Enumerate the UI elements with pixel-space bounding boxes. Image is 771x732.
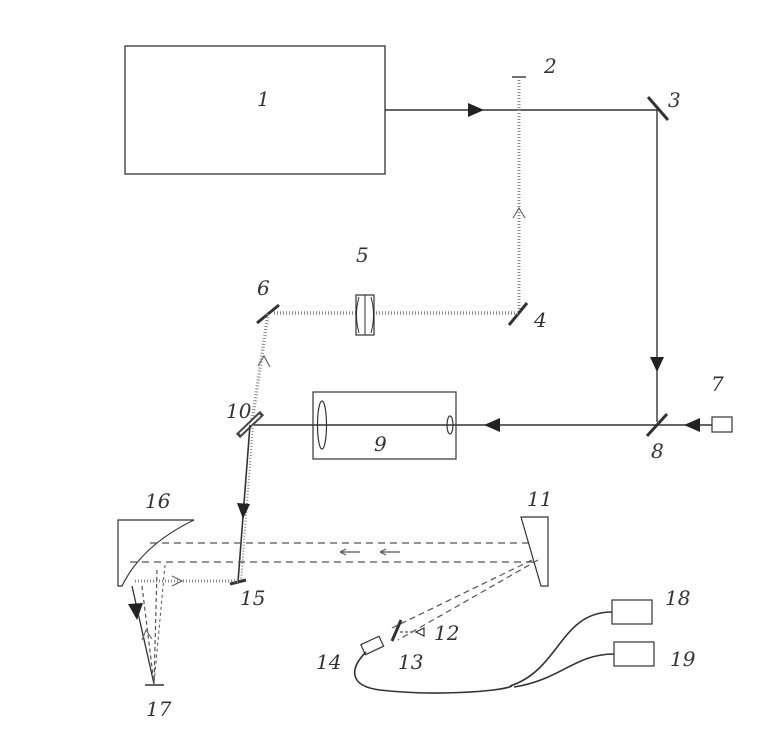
beam-arrow-1 [468,103,484,117]
label-15: 15 [240,586,265,610]
fiber-cable-18 [509,611,613,687]
dotted-beam-10-to-15 [240,424,254,583]
dotted-arrow-16 [171,575,184,587]
parabola-mirror-16 [117,519,195,587]
mirror-11 [520,516,549,587]
label-17: 17 [146,697,172,721]
label-2: 2 [543,54,557,78]
label-10: 10 [226,399,252,423]
label-4: 4 [533,308,547,332]
fiber-cable-19 [513,653,615,688]
component-19-box [613,641,655,667]
label-19: 19 [670,647,696,671]
label-14: 14 [316,650,341,674]
label-12: 12 [434,621,459,645]
dotted-arrow-up [512,206,526,219]
label-6: 6 [257,276,270,300]
dashed-beam-11-a [391,559,533,629]
dotted-beam-10-to-6 [250,313,270,423]
label-18: 18 [665,586,690,610]
beam-arrow-8-10 [484,418,500,432]
lens-13 [390,619,403,642]
beam-16-to-17-b [141,585,155,685]
dotted-arrow-6 [257,354,271,368]
beam-arrow-3-8 [650,357,664,372]
beam-arrow-10-15 [237,503,250,519]
beam-arrow-17 [128,603,143,620]
label-11: 11 [527,487,552,511]
mirror-3 [646,96,670,121]
label-13: 13 [398,650,423,674]
dashed-beam-11-b [397,559,539,641]
label-5: 5 [356,243,369,267]
dashed-arrow-2 [379,548,400,556]
mirror-6 [256,303,280,325]
label-1: 1 [257,87,270,111]
label-9: 9 [374,432,387,456]
component-7-box [711,416,733,433]
label-8: 8 [651,439,664,463]
label-7: 7 [711,372,724,396]
component-12 [414,627,425,637]
component-9 [312,391,457,460]
lens-5 [355,294,375,336]
fiber-head-14 [360,635,385,656]
beam-arrow-7 [684,418,700,432]
beam-16-to-17-a [131,585,155,685]
component-18-box [611,599,653,625]
fiber-cable [353,651,513,694]
label-3: 3 [668,88,681,112]
label-16: 16 [145,489,171,513]
beam-16-to-17-c [153,569,158,685]
beam-16-to-17-d [153,564,166,685]
beam-10-to-15 [237,424,251,583]
beamsplitter-10-inner [239,414,261,435]
dashed-arrow-1 [339,548,360,556]
component-1-box [124,45,386,175]
dotted-arrow-17 [141,628,153,641]
